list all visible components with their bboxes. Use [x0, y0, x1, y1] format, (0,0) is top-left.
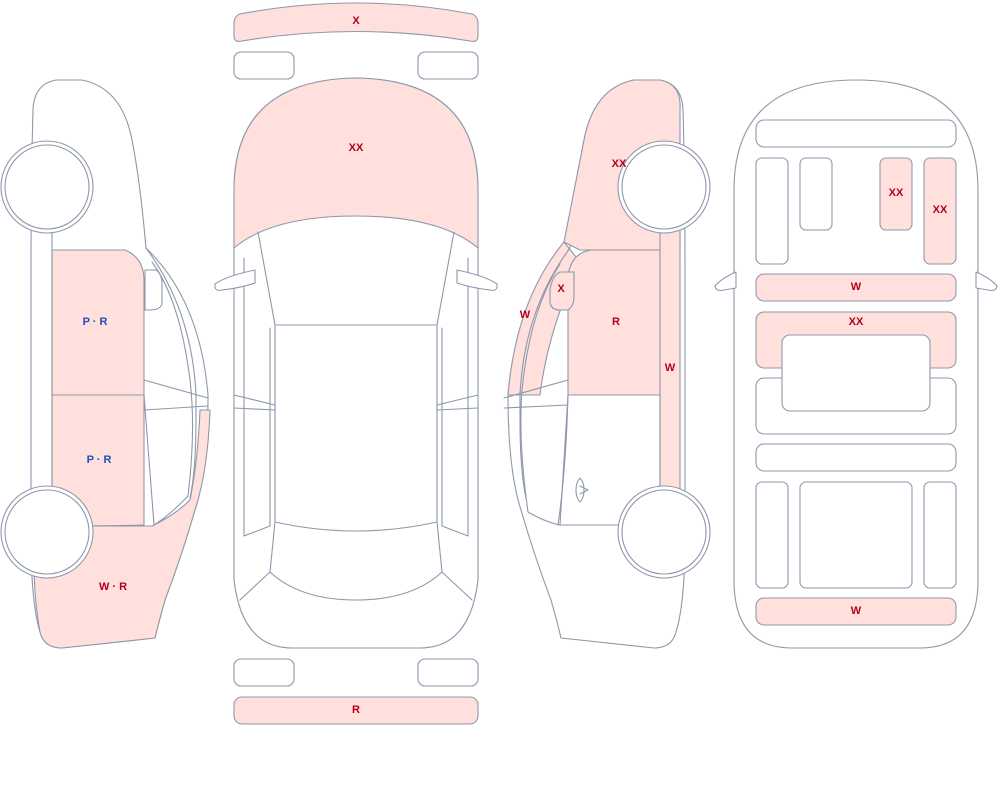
interior-dash[interactable]: [755, 273, 957, 302]
right-front-wheel[interactable]: [617, 140, 711, 234]
interior-dash-label: W: [851, 281, 862, 293]
hood-label: XX: [349, 142, 364, 154]
interior-seat-cushion[interactable]: [781, 334, 931, 412]
top-left-door-line: [233, 394, 276, 411]
front-bumper[interactable]: [233, 2, 479, 42]
interior-front-right-1-label: XX: [889, 187, 904, 199]
left-rear-door-label: P · R: [87, 454, 112, 466]
interior-right-panel-2[interactable]: [923, 157, 957, 265]
right-front-door-label: R: [612, 316, 620, 328]
interior-trunk-label: W: [851, 605, 862, 617]
right-rocker-label: W: [665, 362, 676, 374]
rear-bumper[interactable]: [233, 696, 479, 725]
interior-left-panel-2[interactable]: [799, 157, 833, 231]
rear-deck: [239, 571, 473, 601]
left-front-door-label: P · R: [83, 316, 108, 328]
left-side-glass: [143, 261, 194, 526]
right-side-glass: [520, 263, 569, 526]
left-side-view: P · R P · R W · R: [0, 79, 211, 649]
right-mirror-label: X: [557, 283, 565, 295]
right-mirror[interactable]: [549, 271, 575, 311]
right-door-handle[interactable]: [575, 477, 589, 503]
right-a-pillar-label: W: [520, 309, 531, 321]
top-view: X XX R: [214, 2, 498, 725]
roof: [274, 324, 438, 532]
right-rear-wheel[interactable]: [617, 485, 711, 579]
interior-front-panel[interactable]: [755, 119, 957, 148]
interior-right-panel-1[interactable]: [879, 157, 913, 231]
left-rear-wheel[interactable]: [0, 485, 94, 579]
interior-right-mirror[interactable]: [975, 271, 998, 292]
right-front-fender-label: XX: [612, 158, 627, 170]
right-door-line: [503, 379, 569, 409]
left-front-wheel[interactable]: [0, 140, 94, 234]
interior-front-right-2-label: XX: [933, 204, 948, 216]
front-left-lamp[interactable]: [233, 51, 295, 80]
front-bumper-label: X: [352, 15, 360, 27]
interior-view: XX XX W XX W: [714, 79, 998, 649]
top-right-mirror[interactable]: [456, 269, 498, 291]
left-windshield-edge: [145, 247, 197, 499]
interior-rear-bench[interactable]: [755, 443, 957, 472]
interior-trunk[interactable]: [755, 597, 957, 626]
rear-left-lamp[interactable]: [233, 658, 295, 687]
left-front-wheel-inner: [4, 144, 90, 230]
left-mirror[interactable]: [144, 269, 163, 311]
left-front-door-panel[interactable]: [51, 249, 145, 396]
right-front-wheel-inner: [621, 144, 707, 230]
right-windshield-edge: [519, 247, 571, 499]
rear-bumper-label: R: [352, 704, 360, 716]
left-rear-wheel-inner: [4, 489, 90, 575]
top-left-mirror[interactable]: [214, 269, 256, 291]
hood[interactable]: [233, 77, 479, 249]
front-right-lamp[interactable]: [417, 51, 479, 80]
rear-window: [269, 521, 443, 601]
interior-rear-left[interactable]: [755, 481, 789, 589]
interior-rear-right[interactable]: [923, 481, 957, 589]
rear-right-lamp[interactable]: [417, 658, 479, 687]
interior-cargo[interactable]: [799, 481, 913, 589]
interior-left-panel-1[interactable]: [755, 157, 789, 265]
left-door-line: [143, 379, 209, 411]
interior-left-mirror[interactable]: [714, 271, 737, 292]
left-rear-quarter-label: W · R: [99, 581, 127, 593]
top-right-door-line: [436, 394, 479, 411]
interior-front-seat-label: XX: [849, 316, 864, 328]
right-side-view: XX W X R W: [503, 79, 711, 649]
right-rear-wheel-inner: [621, 489, 707, 575]
windshield: [257, 231, 455, 326]
right-rocker-panel[interactable]: [659, 229, 681, 493]
